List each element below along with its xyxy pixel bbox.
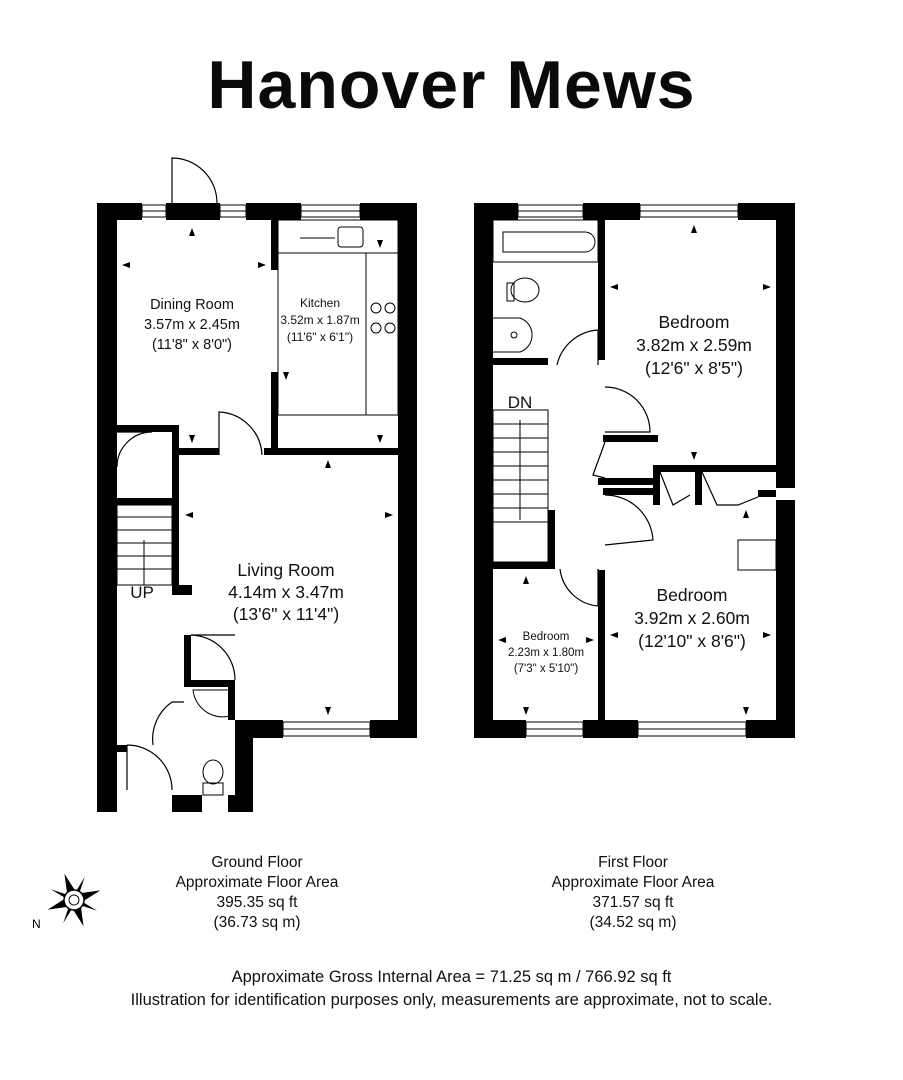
room-imperial-kitchen: (11'6" x 6'1") <box>287 330 353 344</box>
ground-floor-sqft: 395.35 sq ft <box>216 894 298 911</box>
room-name-kitchen: Kitchen <box>300 296 340 310</box>
dimension-markers <box>122 225 771 715</box>
first-floor-plan <box>474 203 795 738</box>
compass-rose-icon: N <box>32 873 101 931</box>
room-metric-bedroom-2: 3.92m x 2.60m <box>634 608 750 628</box>
ground-floor-summary: Ground Floor Approximate Floor Area 395.… <box>152 853 362 933</box>
ground-floor-stairs <box>116 504 173 586</box>
room-name-bedroom-1: Bedroom <box>658 312 729 332</box>
room-metric-kitchen: 3.52m x 1.87m <box>280 313 359 327</box>
bathroom-fittings <box>492 219 599 353</box>
first-floor-doors <box>556 329 759 607</box>
ground-floor-doors <box>116 157 263 791</box>
room-name-bedroom-2: Bedroom <box>656 585 727 605</box>
room-name-bedroom-3: Bedroom <box>523 631 570 643</box>
room-metric-living: 4.14m x 3.47m <box>228 582 344 602</box>
gross-area-note: Approximate Gross Internal Area = 71.25 … <box>231 968 672 986</box>
first-floor-area-label: Approximate Floor Area <box>551 874 715 891</box>
ground-stair-label: UP <box>130 583 154 602</box>
ground-floor-plan <box>97 203 417 812</box>
ground-floor-sqm: (36.73 sq m) <box>213 914 301 931</box>
room-metric-dining: 3.57m x 2.45m <box>144 317 240 333</box>
compass-north-label: N <box>32 917 41 931</box>
room-metric-bedroom-1: 3.82m x 2.59m <box>636 335 752 355</box>
first-floor-name: First Floor <box>598 854 668 871</box>
room-metric-bedroom-3: 2.23m x 1.80m <box>508 647 584 659</box>
ground-floor-area-label: Approximate Floor Area <box>175 874 339 891</box>
first-stair-label: DN <box>508 393 533 412</box>
room-imperial-dining: (11'8" x 8'0") <box>152 337 232 353</box>
wc-fittings <box>192 689 231 796</box>
first-floor-stairs <box>492 409 777 571</box>
disclaimer: Illustration for identification purposes… <box>130 991 773 1009</box>
ground-floor-name: Ground Floor <box>211 854 303 871</box>
first-floor-summary: First Floor Approximate Floor Area 371.5… <box>528 853 738 933</box>
room-imperial-bedroom-2: (12'10" x 8'6") <box>638 631 746 651</box>
page-title: Hanover Mews <box>207 47 696 123</box>
room-imperial-bedroom-1: (12'6" x 8'5") <box>645 358 743 378</box>
kitchen-fittings <box>277 219 399 416</box>
first-floor-sqm: (34.52 sq m) <box>589 914 677 931</box>
room-name-living: Living Room <box>237 560 334 580</box>
room-imperial-bedroom-3: (7'3" x 5'10") <box>514 663 579 675</box>
first-floor-sqft: 371.57 sq ft <box>592 894 674 911</box>
room-name-dining: Dining Room <box>150 297 234 313</box>
room-imperial-living: (13'6" x 11'4") <box>233 604 339 624</box>
